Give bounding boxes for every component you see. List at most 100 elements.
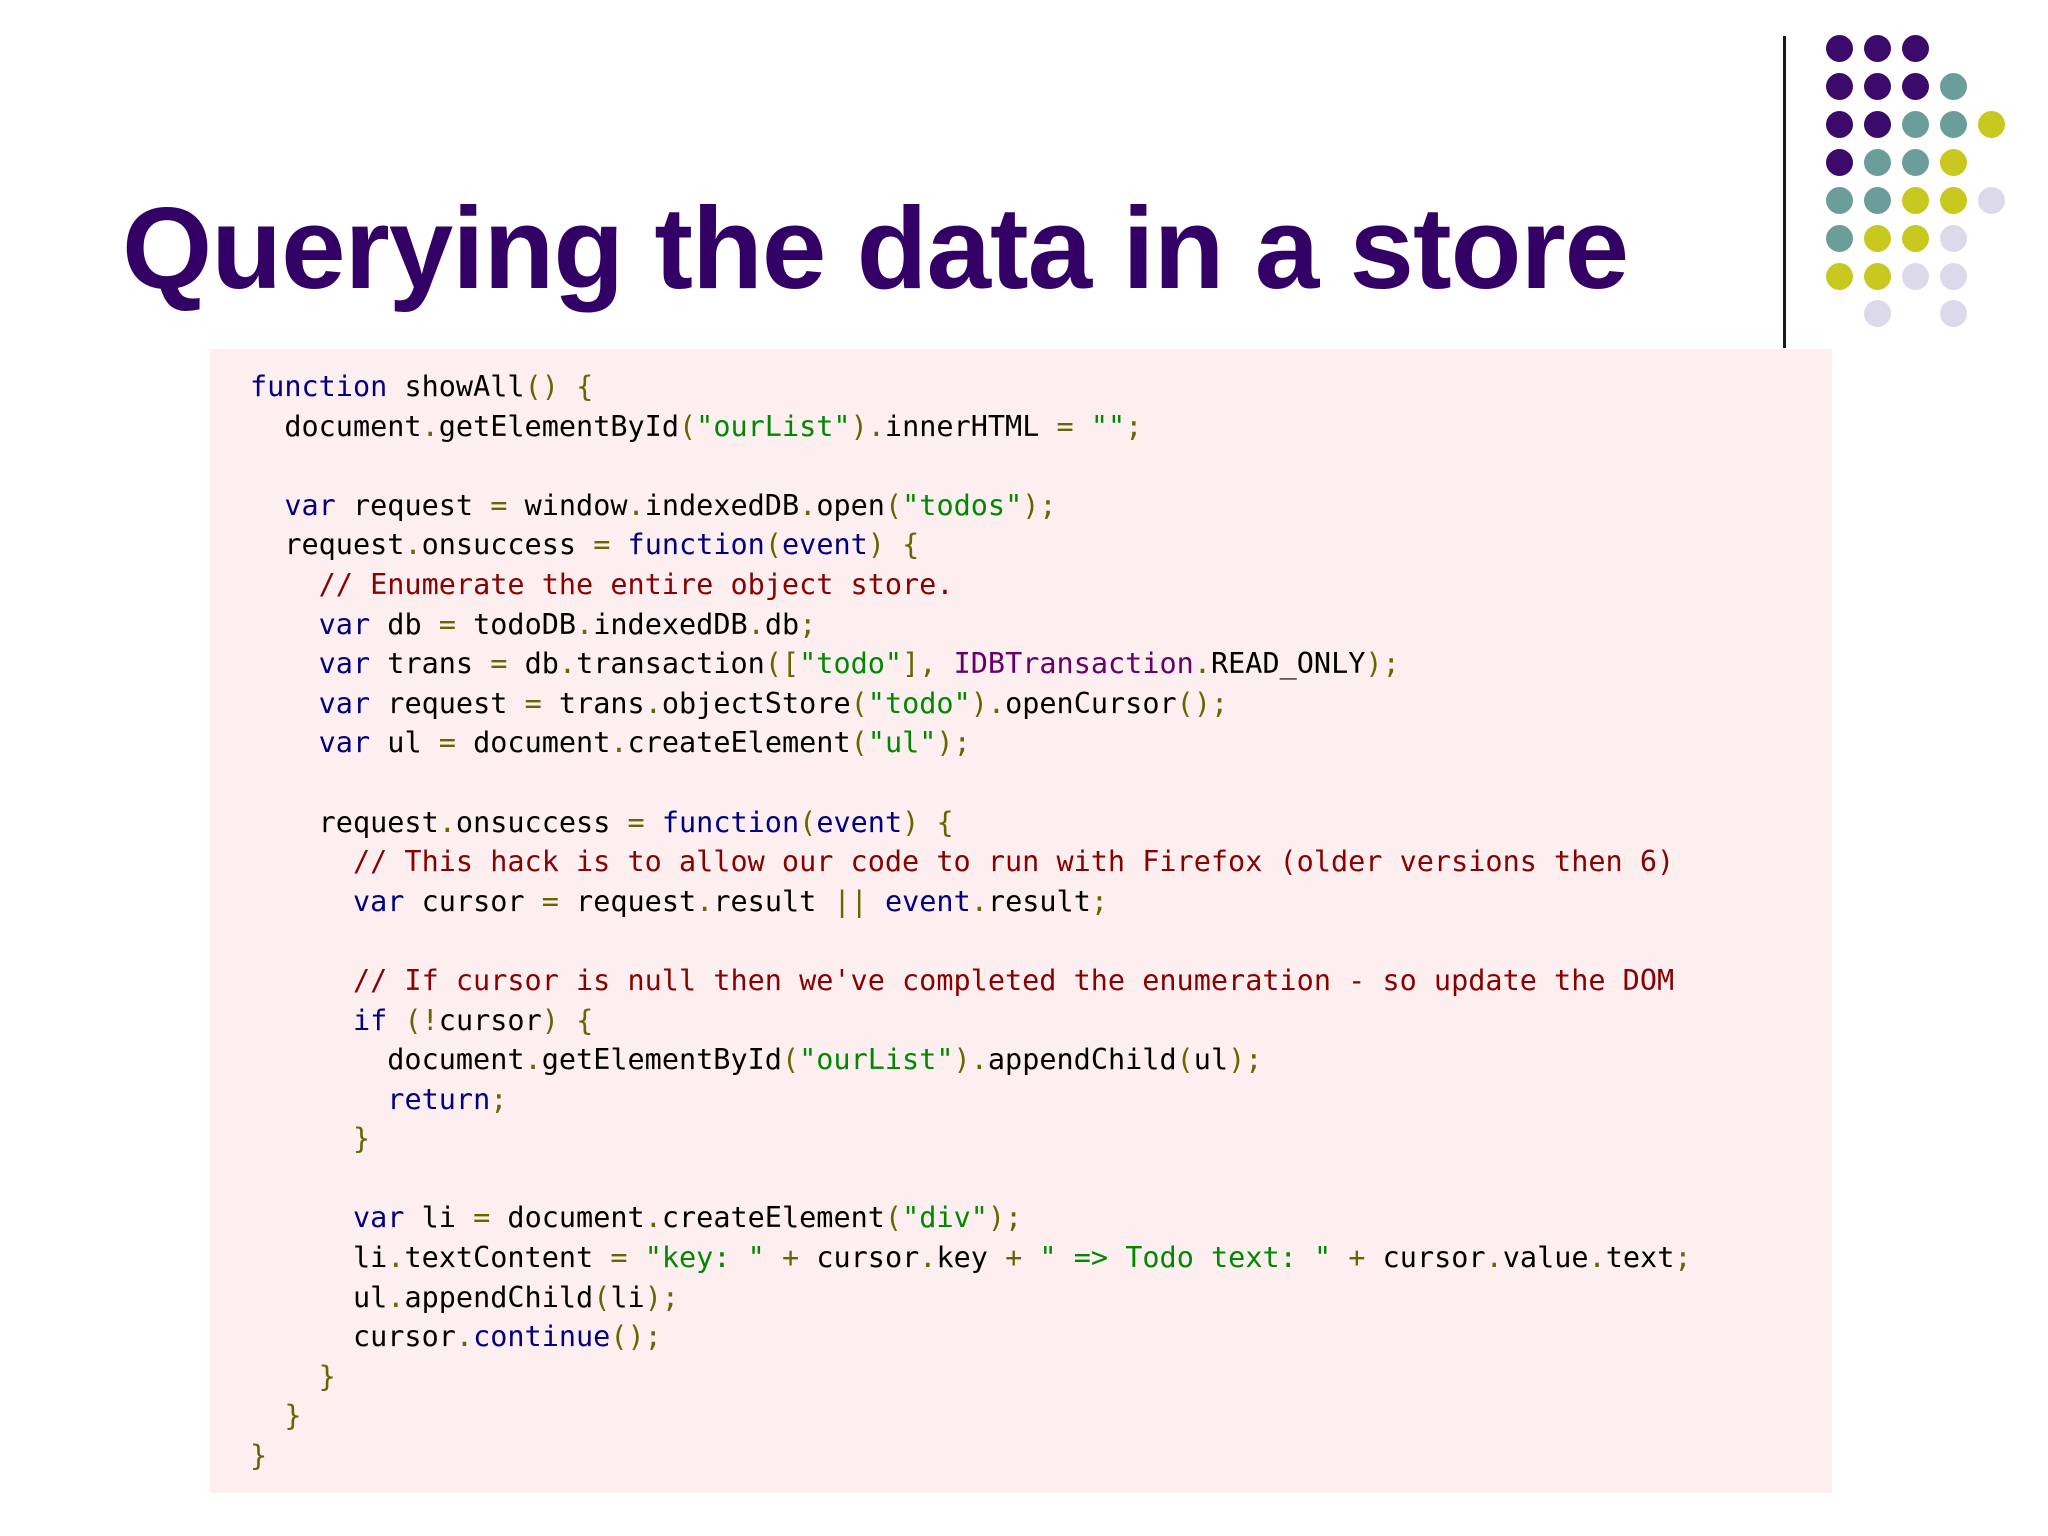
code-token: ul xyxy=(1193,1043,1229,1077)
code-line: var trans = db.transaction(["todo"], IDB… xyxy=(250,644,1692,684)
code-line: if (!cursor) { xyxy=(250,1001,1692,1041)
code-line xyxy=(250,921,1692,961)
code-token: . xyxy=(524,1043,542,1077)
code-token: createElement xyxy=(627,726,851,760)
code-token: var xyxy=(318,607,371,641)
code-token: indexedDB xyxy=(644,488,800,522)
code-token: // This hack is to allow our code to run… xyxy=(352,845,1675,879)
code-token xyxy=(250,568,319,601)
code-token: request xyxy=(370,686,525,720)
code-token: } xyxy=(318,1359,336,1393)
code-token: appendChild xyxy=(987,1043,1177,1077)
code-line: document.getElementById("ourList").inner… xyxy=(250,407,1692,447)
code-token xyxy=(868,885,885,918)
code-token: = xyxy=(490,488,508,522)
decorative-dot xyxy=(1902,263,1929,290)
code-token: event xyxy=(816,805,903,839)
code-token: ; xyxy=(1090,884,1109,918)
code-token: event xyxy=(782,528,868,562)
code-token: cursor xyxy=(250,1320,456,1354)
code-token: request xyxy=(335,488,491,522)
code-token: result xyxy=(713,884,834,918)
code-line: request.onsuccess = function(event) { xyxy=(250,803,1692,843)
code-token: ); xyxy=(644,1280,680,1314)
code-token: li xyxy=(250,1241,388,1275)
code-token: ) xyxy=(902,805,920,839)
code-token: . xyxy=(747,607,765,641)
decorative-dot xyxy=(1826,73,1853,100)
decorative-dot xyxy=(1864,225,1891,252)
code-token: = xyxy=(1056,409,1074,443)
code-token: value xyxy=(1502,1241,1589,1275)
decorative-dot xyxy=(1864,149,1891,176)
code-token: . xyxy=(1193,647,1211,681)
code-token: ul xyxy=(250,1280,388,1314)
code-token: () xyxy=(524,370,559,403)
code-token: cursor xyxy=(799,1241,920,1275)
code-token: cursor xyxy=(404,884,542,918)
code-token: + xyxy=(781,1241,800,1275)
code-token: (); xyxy=(610,1320,662,1354)
code-token: db xyxy=(370,607,439,641)
code-token: key xyxy=(936,1241,1006,1275)
code-token: ); xyxy=(1022,488,1057,522)
code-token: appendChild xyxy=(404,1280,594,1314)
code-token: textContent xyxy=(404,1241,611,1275)
code-token: } xyxy=(352,1122,371,1156)
decorative-dot xyxy=(1864,187,1891,214)
code-line: cursor.continue(); xyxy=(250,1317,1692,1357)
decorative-dot xyxy=(1902,187,1929,214)
code-token: ) xyxy=(867,528,885,562)
code-token xyxy=(1022,1241,1039,1274)
code-token: getElementById xyxy=(541,1043,782,1077)
decorative-dot xyxy=(1902,35,1929,62)
code-line: } xyxy=(250,1119,1692,1159)
code-token: document xyxy=(250,1043,525,1077)
code-line: return; xyxy=(250,1080,1692,1120)
code-token xyxy=(387,1004,404,1037)
code-token xyxy=(250,647,319,680)
code-token: . xyxy=(1485,1241,1503,1275)
code-token: "key: " xyxy=(644,1241,765,1275)
code-token: event xyxy=(884,884,971,918)
code-token: . xyxy=(919,1241,937,1275)
code-token: } xyxy=(250,1439,268,1473)
code-line: } xyxy=(250,1436,1692,1476)
code-token xyxy=(250,608,319,641)
code-token: document xyxy=(490,1201,645,1235)
code-token: ( xyxy=(850,686,868,720)
code-token: . xyxy=(627,488,645,522)
code-token xyxy=(250,1083,387,1116)
code-token: . xyxy=(455,1320,474,1354)
code-line: document.getElementById("ourList").appen… xyxy=(250,1040,1692,1080)
code-token: db xyxy=(764,607,800,641)
code-token: function xyxy=(627,528,765,562)
code-token: objectStore xyxy=(661,686,851,720)
decorative-dot xyxy=(1940,111,1967,138)
code-token xyxy=(1074,410,1091,443)
code-token: onsuccess xyxy=(421,528,594,562)
decorative-dot xyxy=(1826,111,1853,138)
code-token: "div" xyxy=(902,1201,988,1235)
decorative-dot xyxy=(1864,300,1891,327)
code-token: = xyxy=(438,726,456,760)
code-token: ( xyxy=(781,1043,800,1077)
code-token: . xyxy=(799,488,817,522)
code-line: var request = trans.objectStore("todo").… xyxy=(250,684,1692,724)
code-token: document xyxy=(250,409,422,443)
code-token: open xyxy=(816,488,885,522)
code-token: ). xyxy=(953,1043,988,1077)
code-token: "todo" xyxy=(799,647,903,681)
code-token: result xyxy=(987,884,1091,918)
code-token: ; xyxy=(490,1082,508,1116)
code-token: . xyxy=(576,607,594,641)
code-token: cursor xyxy=(1365,1241,1486,1275)
code-token: // If cursor is null then we've complete… xyxy=(352,963,1675,997)
code-token: ); xyxy=(1365,647,1400,681)
code-token: ( xyxy=(884,1201,903,1235)
code-token: // Enumerate the entire object store. xyxy=(318,567,954,601)
code-token: if xyxy=(352,1003,388,1037)
code-token: li xyxy=(404,1201,474,1235)
code-token: = xyxy=(627,805,645,839)
code-token: . xyxy=(970,884,988,918)
